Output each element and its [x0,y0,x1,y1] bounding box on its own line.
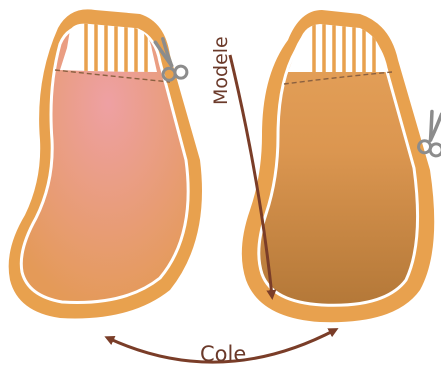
modele-label: Modele [210,36,232,105]
right-sock-shape [242,10,441,322]
cole-label: Cole [200,342,246,366]
scissors-icon [417,110,441,157]
left-sock-shape [9,9,202,318]
